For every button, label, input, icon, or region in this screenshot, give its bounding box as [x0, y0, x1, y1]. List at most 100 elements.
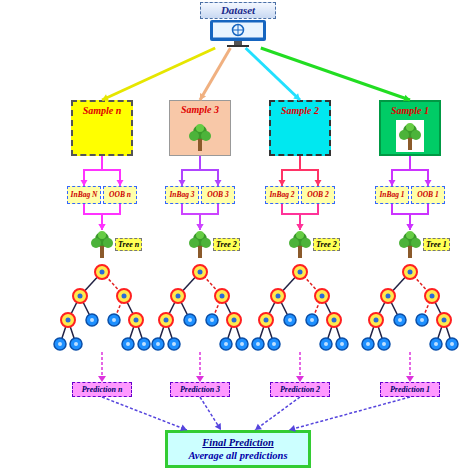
- bag-box: InBag N: [67, 186, 101, 204]
- sample-tree-picture: [396, 120, 424, 152]
- bag-box: InBag 3: [165, 186, 199, 204]
- connector-line: [282, 204, 300, 230]
- arrowhead: [99, 224, 106, 230]
- arrowhead: [179, 180, 186, 186]
- node-label: Sample 1: [381, 105, 439, 116]
- bag-box: InBag 2: [265, 186, 299, 204]
- arrowhead: [425, 180, 432, 186]
- bag-box: OOB 2: [301, 186, 335, 204]
- arrowhead: [102, 94, 109, 100]
- arrowhead: [197, 224, 204, 230]
- monitor-icon: [210, 20, 266, 47]
- tree-icon: [91, 231, 421, 258]
- node-label: Sample n: [73, 105, 131, 116]
- prediction-box: Prediction 1: [380, 382, 440, 397]
- connector: [102, 48, 215, 101]
- connector: [102, 397, 187, 431]
- node-label: Prediction 2: [271, 383, 329, 396]
- node-label: OOB 2: [302, 187, 334, 202]
- prediction-arrow: [102, 352, 410, 376]
- node-label: Tree 2: [213, 238, 240, 251]
- arrowhead: [117, 180, 124, 186]
- connector: [289, 397, 410, 432]
- connector: [200, 397, 221, 430]
- prediction-box: Prediction n: [72, 382, 132, 397]
- connector: [300, 156, 322, 186]
- decision-tree: [54, 265, 458, 350]
- connector: [407, 204, 429, 230]
- connector-line: [200, 397, 221, 430]
- node-label: InBag 2: [266, 187, 298, 202]
- node-label: Tree 1: [423, 238, 450, 251]
- arrowhead: [293, 93, 300, 100]
- connector: [261, 48, 410, 101]
- node-label: OOB n: [104, 187, 136, 202]
- connector-line: [289, 397, 410, 430]
- node-label: Prediction n: [73, 383, 131, 396]
- node-label: InBag 1: [376, 187, 408, 202]
- arrowhead: [407, 224, 414, 230]
- arrowhead: [289, 425, 296, 432]
- connector: [246, 48, 300, 100]
- connector-line: [102, 156, 120, 186]
- arrowhead: [407, 224, 414, 230]
- connector-line: [102, 397, 187, 430]
- prediction-arrowhead: [98, 376, 414, 382]
- prediction-box: Prediction 3: [170, 382, 230, 397]
- arrowhead: [279, 180, 286, 186]
- arrowhead: [200, 93, 206, 100]
- arrowhead: [197, 224, 204, 230]
- arrowhead: [403, 95, 410, 102]
- connector-line: [182, 204, 200, 230]
- connector-line: [102, 48, 215, 100]
- arrowhead: [315, 180, 322, 186]
- node-label: Dataset: [200, 2, 276, 19]
- sample-box: Sample 2: [269, 100, 331, 156]
- arrowhead: [297, 224, 304, 230]
- connector-line: [200, 156, 218, 186]
- connector-line: [84, 156, 102, 186]
- connector: [81, 156, 103, 186]
- bag-box: OOB 3: [201, 186, 235, 204]
- connector-line: [300, 204, 318, 230]
- connector: [179, 156, 201, 186]
- connector-line: [102, 204, 120, 230]
- arrowhead: [215, 180, 222, 186]
- node-label: InBag N: [68, 187, 100, 202]
- connector: [410, 156, 432, 186]
- connector-line: [261, 48, 410, 100]
- arrowhead: [389, 180, 396, 186]
- node-label: Prediction 3: [171, 383, 229, 396]
- connector: [99, 204, 121, 230]
- node-label: Average all predictions: [168, 449, 308, 462]
- arrowhead: [215, 423, 221, 430]
- connector-line: [392, 156, 410, 186]
- connector-line: [200, 48, 230, 100]
- connector: [297, 204, 319, 230]
- node-label: Sample 3: [170, 104, 230, 115]
- node-label: Prediction 1: [381, 383, 439, 396]
- bag-box: InBag 1: [375, 186, 409, 204]
- connector-line: [182, 156, 200, 186]
- connector: [200, 156, 222, 186]
- node-label: Tree n: [115, 238, 142, 251]
- connector: [255, 397, 300, 430]
- node-label: OOB 1: [412, 187, 444, 202]
- node-label: OOB 3: [202, 187, 234, 202]
- sample-box: Sample n: [71, 100, 133, 156]
- node-label: InBag 3: [166, 187, 198, 202]
- node-label: Tree 2: [313, 238, 340, 251]
- connector-line: [300, 156, 318, 186]
- connector-line: [282, 156, 300, 186]
- connector-line: [392, 204, 410, 230]
- connector: [200, 48, 230, 100]
- connector-line: [200, 204, 218, 230]
- connector: [389, 156, 411, 186]
- arrowhead: [255, 424, 262, 430]
- connector-line: [255, 397, 300, 430]
- connector-line: [246, 48, 300, 100]
- sample-tree-picture: [189, 124, 211, 151]
- bag-box: OOB 1: [411, 186, 445, 204]
